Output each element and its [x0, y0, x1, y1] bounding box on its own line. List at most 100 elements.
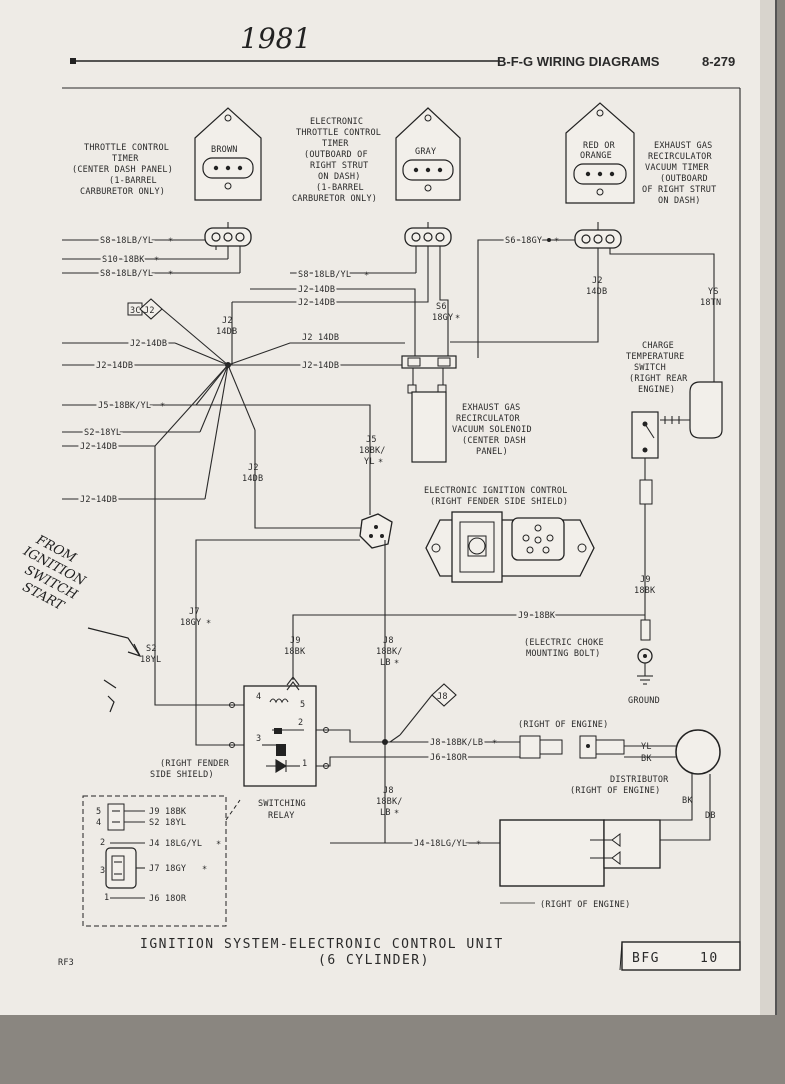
wire-j2-l3: J2 14DB [62, 440, 156, 640]
wire-s6-top: S6 18GY * [477, 234, 575, 358]
svg-text:OF RIGHT STRUT: OF RIGHT STRUT [642, 185, 716, 195]
svg-text:J2: J2 [222, 316, 233, 326]
splice-j2: J2 14DB J2 14DB J2 14DB J2 14DB J2 14DB [62, 316, 405, 500]
charge-temperature-switch: CHARGE TEMPERATURE SWITCH (RIGHT REAR EN… [626, 341, 723, 620]
svg-text:(OUTBOARD: (OUTBOARD [660, 174, 708, 184]
svg-text:18BK: 18BK [634, 586, 656, 596]
svg-text:2: 2 [100, 838, 105, 848]
wire-j2-b: J2 14DB [231, 246, 429, 365]
wire-j2-l4: J2 14DB [62, 493, 205, 507]
svg-text:SWITCH: SWITCH [634, 363, 666, 373]
svg-text:S2 18YL: S2 18YL [149, 818, 186, 828]
svg-text:MOUNTING BOLT): MOUNTING BOLT) [526, 649, 600, 659]
svg-text:*: * [202, 865, 207, 875]
svg-text:J2 14DB: J2 14DB [130, 339, 167, 349]
svg-text:(RIGHT FENDER SIDE SHIELD): (RIGHT FENDER SIDE SHIELD) [430, 497, 568, 507]
svg-text:BK: BK [641, 754, 652, 764]
svg-text:J8: J8 [383, 636, 394, 646]
svg-text:J2 14DB: J2 14DB [80, 495, 117, 505]
svg-text:(6 CYLINDER): (6 CYLINDER) [318, 953, 430, 968]
svg-text:1: 1 [104, 893, 109, 903]
svg-text:*: * [168, 237, 173, 247]
svg-text:EXHAUST GAS: EXHAUST GAS [462, 403, 521, 413]
wire-s2-vertical: S2 18YL [140, 640, 262, 706]
svg-text:TIMER: TIMER [322, 139, 349, 149]
svg-text:(OUTBOARD OF: (OUTBOARD OF [304, 150, 368, 160]
wire-j2-right: J2 14DB [450, 248, 607, 343]
svg-text:S6: S6 [436, 302, 447, 312]
handwritten-year: 1981 [240, 22, 311, 55]
svg-text:DISTRIBUTOR: DISTRIBUTOR [610, 775, 669, 785]
svg-text:VACUUM TIMER: VACUUM TIMER [645, 163, 709, 173]
ground-label: GROUND [628, 696, 660, 706]
svg-text:4: 4 [96, 818, 101, 828]
egr-timer-label: EXHAUST GAS RECIRCULATOR VACUUM TIMER (O… [642, 141, 716, 206]
svg-text:J6 18OR: J6 18OR [430, 753, 468, 763]
svg-text:IGNITION SYSTEM-ELECTRONIC CON: IGNITION SYSTEM-ELECTRONIC CONTROL UNIT [140, 937, 504, 952]
svg-text:*: * [476, 840, 481, 850]
wire-s8-a: S8 18LB/YL * [62, 234, 205, 248]
svg-text:ELECTRONIC IGNITION CONTROL: ELECTRONIC IGNITION CONTROL [424, 486, 568, 496]
svg-text:TEMPERATURE: TEMPERATURE [626, 352, 685, 362]
svg-text:J6 18OR: J6 18OR [149, 894, 187, 904]
wire-j2-a: J2 14DB [250, 283, 416, 358]
egr-vacuum-solenoid: EXHAUST GAS RECIRCULATOR VACUUM SOLENOID… [401, 355, 532, 463]
svg-text:10: 10 [700, 951, 719, 966]
svg-text:(RIGHT OF ENGINE): (RIGHT OF ENGINE) [518, 720, 608, 730]
svg-text:14DB: 14DB [242, 474, 263, 484]
svg-text:*: * [378, 458, 383, 468]
svg-text:18GY: 18GY [432, 313, 453, 323]
svg-text:ORANGE: ORANGE [580, 151, 612, 161]
wire-ys: YS 18TN [609, 248, 721, 382]
svg-text:CHARGE: CHARGE [642, 341, 674, 351]
svg-text:LB: LB [380, 808, 391, 818]
svg-text:*: * [364, 271, 369, 281]
svg-text:(RIGHT OF ENGINE): (RIGHT OF ENGINE) [570, 786, 660, 796]
svg-text:YS: YS [708, 287, 719, 297]
svg-text:TIMER: TIMER [112, 154, 139, 164]
svg-text:BROWN: BROWN [211, 145, 238, 155]
svg-text:VACUUM SOLENOID: VACUUM SOLENOID [452, 425, 532, 435]
svg-text:S2 18YL: S2 18YL [84, 428, 121, 438]
svg-text:ON DASH): ON DASH) [318, 172, 361, 182]
wire-j8-horizontal: J8 18BK/LB * [316, 729, 520, 750]
svg-text:S8 18LB/YL: S8 18LB/YL [100, 236, 153, 246]
svg-text:PANEL): PANEL) [476, 447, 508, 457]
svg-text:18TN: 18TN [700, 298, 721, 308]
electronic-ignition-control: ELECTRONIC IGNITION CONTROL (RIGHT FENDE… [424, 486, 595, 583]
wire-s8-b: S8 18LB/YL * [62, 246, 241, 281]
wire-j5: J5 18BK/YL * J5 18BK/ YL * [62, 399, 385, 515]
egr-vacuum-timer: RED OR ORANGE [565, 102, 635, 204]
svg-text:*: * [492, 739, 497, 749]
svg-text:J8: J8 [437, 692, 448, 702]
svg-text:GRAY: GRAY [415, 147, 436, 157]
svg-text:J9 18BK: J9 18BK [518, 611, 556, 621]
svg-text:J2 14DB: J2 14DB [298, 298, 335, 308]
svg-text:J2 14DB: J2 14DB [96, 361, 133, 371]
svg-text:S2: S2 [146, 644, 157, 654]
svg-text:YL: YL [364, 457, 375, 467]
svg-text:*: * [216, 840, 221, 850]
diagram-title: IGNITION SYSTEM-ELECTRONIC CONTROL UNIT … [140, 937, 504, 968]
svg-text:YL: YL [641, 742, 652, 752]
electronic-throttle-timer: GRAY [395, 107, 461, 201]
svg-text:THROTTLE CONTROL: THROTTLE CONTROL [296, 128, 381, 138]
switching-relay: 4 5 2 3 1 [243, 676, 317, 787]
svg-text:(1-BARREL: (1-BARREL [109, 176, 157, 186]
svg-text:J2 14DB: J2 14DB [302, 361, 339, 371]
svg-text:RECIRCULATOR: RECIRCULATOR [648, 152, 712, 162]
svg-text:1: 1 [302, 759, 307, 769]
connector-detail: 5 4 J9 18BK S2 18YL 2 3 1 J4 18LG/YL * J… [82, 795, 241, 927]
svg-text:J4 18LG/YL: J4 18LG/YL [149, 839, 202, 849]
svg-text:CARBURETOR ONLY): CARBURETOR ONLY) [80, 187, 165, 197]
svg-text:ON DASH): ON DASH) [658, 196, 701, 206]
svg-text:J9: J9 [290, 636, 301, 646]
svg-text:18BK/: 18BK/ [376, 647, 403, 657]
svg-text:*: * [160, 402, 165, 412]
svg-text:18YL: 18YL [140, 655, 161, 665]
svg-text:CARBURETOR ONLY): CARBURETOR ONLY) [292, 194, 377, 204]
svg-text:5: 5 [96, 807, 101, 817]
svg-text:BFG: BFG [632, 951, 660, 966]
svg-text:RECIRCULATOR: RECIRCULATOR [456, 414, 520, 424]
svg-text:3C: 3C [130, 306, 141, 316]
